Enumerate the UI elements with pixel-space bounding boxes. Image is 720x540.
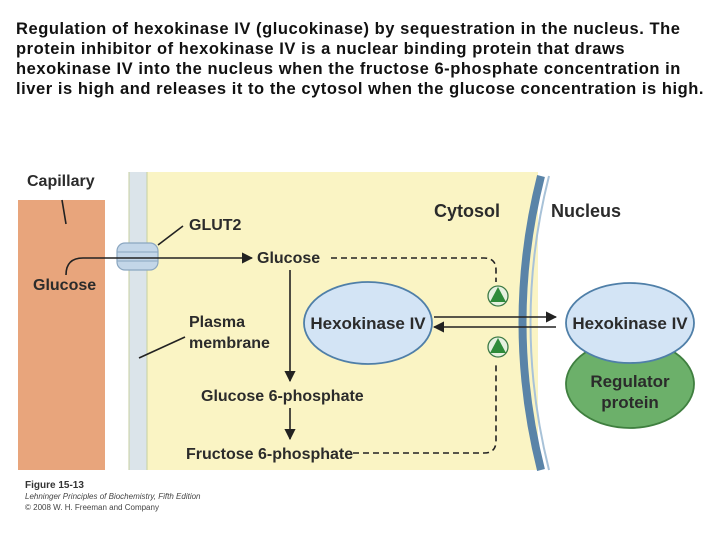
membrane-pointer [138,336,186,359]
glucose-regulation-dashed [331,257,497,282]
activation-triangle-icon [487,285,509,307]
glucose-uptake-arrow [65,252,254,276]
regulator-label-line2: protein [601,393,659,412]
plasma-membrane-label-line1: Plasma [189,314,245,331]
figure-caption: Regulation of hexokinase IV (glucokinase… [16,20,704,98]
capillary-label: Capillary [27,173,95,190]
cytosol-glucose-label: Glucose [257,250,320,267]
nuclear-envelope [518,175,545,471]
cytosol-label: Cytosol [434,201,500,221]
f6p-label: Fructose 6-phosphate [186,446,353,463]
copyright-credit: © 2008 W. H. Freeman and Company [25,503,159,512]
plasma-membrane-label-line2: membrane [189,335,270,352]
hexokinase-nucleus-ellipse [565,282,695,364]
hexokinase-nucleus-label: Hexokinase IV [572,314,688,333]
plasma-membrane-band [129,172,147,470]
glut2-transporter [116,242,159,271]
hexokinase-cytosol-ellipse [303,281,433,365]
glut2-label: GLUT2 [189,217,242,234]
figure-number: Figure 15-13 [25,480,84,491]
f6p-regulation-dashed [353,363,497,454]
blood-glucose-label: Glucose [33,277,96,294]
capillary-pointer [61,199,67,225]
activation-triangle-icon [487,336,509,358]
book-credit: Lehninger Principles of Biochemistry, Fi… [25,492,201,501]
g6p-label: Glucose 6-phosphate [201,388,364,405]
capillary-vessel [18,200,105,470]
nucleus-label: Nucleus [551,201,621,221]
glut2-pointer [157,225,184,246]
hexokinase-cytosol-label: Hexokinase IV [310,314,426,333]
regulator-label-line1: Regulator [590,372,670,391]
